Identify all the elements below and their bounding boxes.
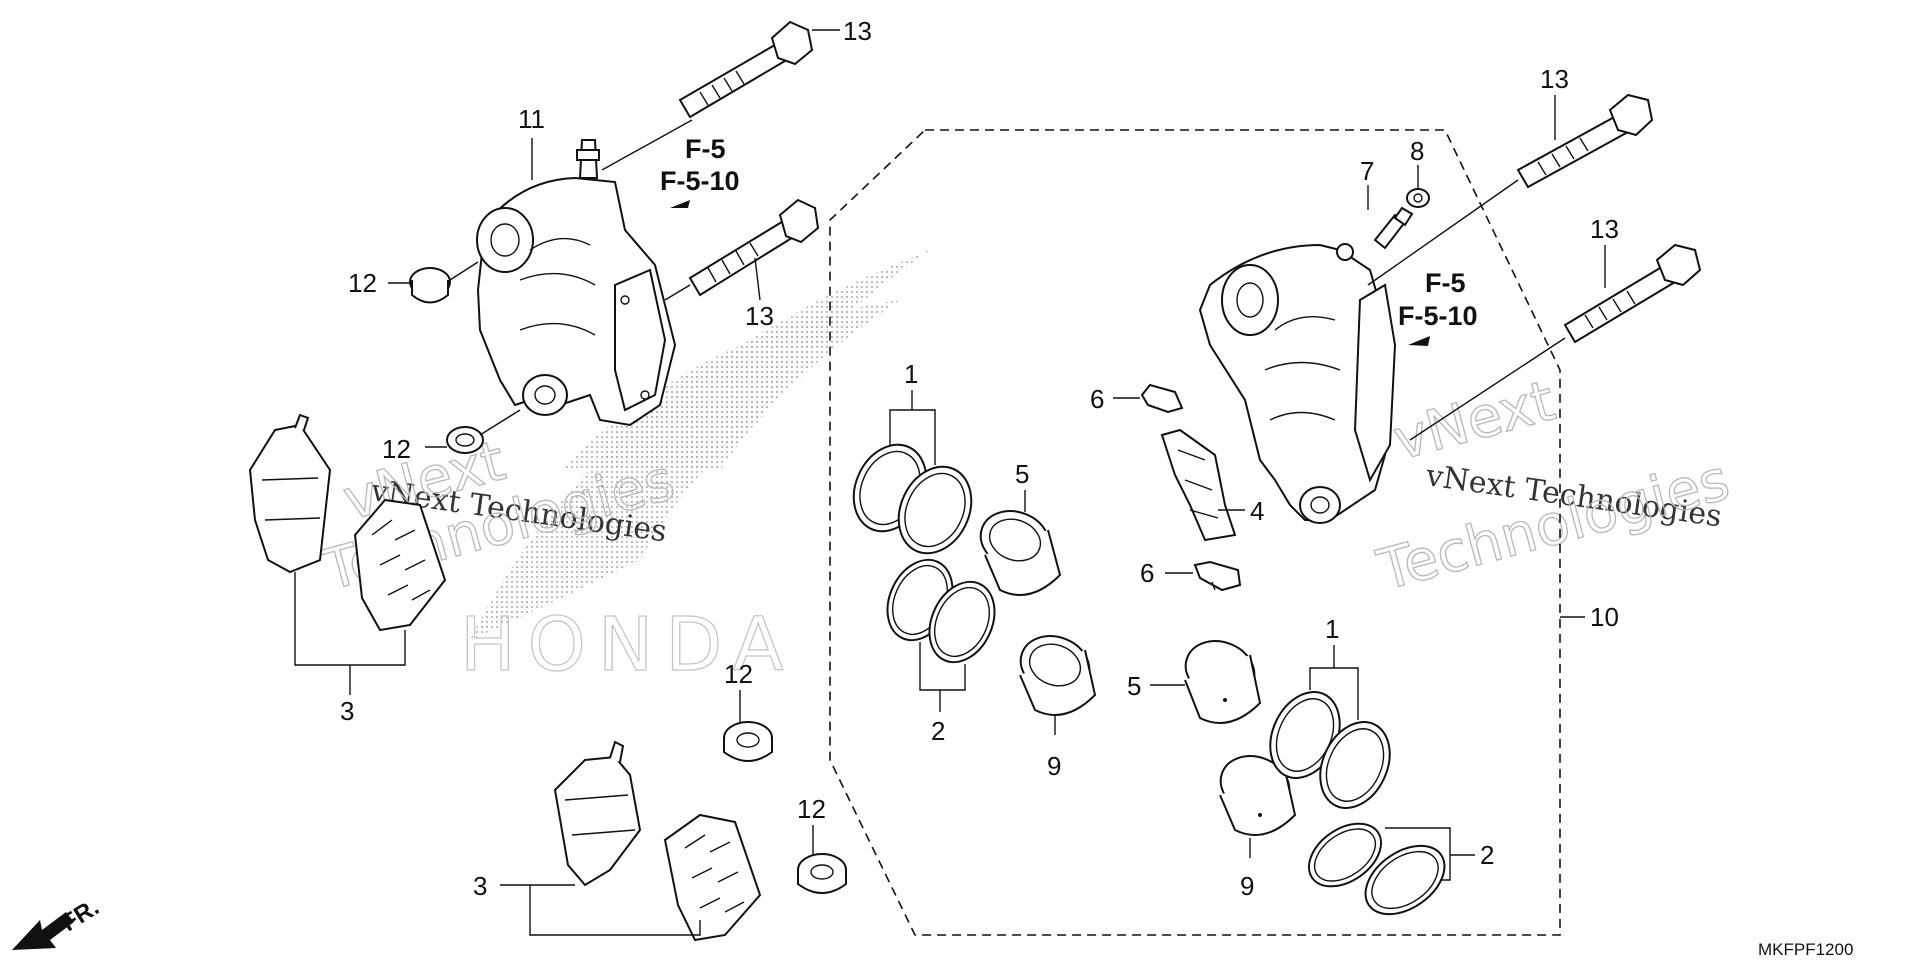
- seal-1-lower-a: [1269, 691, 1341, 779]
- callout-1-lower: 1: [1325, 614, 1339, 644]
- bracket-2-upper: [919, 642, 966, 691]
- ref-right-f5: F-5: [1425, 268, 1466, 298]
- seal-1-lower-b: [1319, 721, 1391, 809]
- leader-bolt-to-caliper-left: [664, 284, 691, 301]
- piston-9-upper: [1019, 635, 1097, 716]
- honda-wing-watermark: HONDA: [459, 250, 930, 689]
- bleeder-cap-8: [1406, 188, 1430, 208]
- callout-12-center-lower: 12: [797, 794, 826, 824]
- piston-5-lower: [1184, 640, 1262, 724]
- callout-4: 4: [1250, 496, 1264, 526]
- seal-2-upper-b: [928, 580, 996, 664]
- callout-13-mid-right: 13: [1590, 214, 1619, 244]
- seal-2-lower-a: [1307, 822, 1383, 888]
- callout-1-upper: 1: [904, 359, 918, 389]
- callout-5-upper: 5: [1015, 459, 1029, 489]
- right-caliper-body: [1198, 243, 1397, 524]
- callout-10: 10: [1590, 602, 1619, 632]
- callout-3-bottom: 3: [473, 871, 487, 901]
- bolt-13-top-left: [678, 20, 814, 119]
- callout-2-upper: 2: [931, 716, 945, 746]
- piston-5-upper: [979, 510, 1062, 596]
- pad-spring-4: [1160, 428, 1237, 542]
- callout-11: 11: [518, 104, 545, 134]
- watermark-right-vnext: vNext: [1387, 368, 1562, 473]
- callout-2-lower: 2: [1480, 840, 1494, 870]
- ref-left-f5: F-5: [685, 134, 726, 164]
- callout-13-top-right: 13: [1540, 64, 1569, 94]
- washer-12-left-top: [409, 267, 451, 304]
- diagram-code: MKFPF1200: [1758, 940, 1853, 959]
- bracket-3-bottom: [529, 884, 701, 936]
- front-direction-arrow: [12, 912, 74, 950]
- leader-washer-caliper-b: [479, 409, 521, 436]
- watermark-brand: HONDA: [460, 602, 796, 688]
- ref-right-f5-10: F-5-10: [1398, 301, 1478, 331]
- bracket-2-lower: [1385, 827, 1451, 881]
- pad-clip-6-lower: [1193, 560, 1242, 592]
- front-label: FR.: [57, 894, 104, 937]
- bolt-13-mid-right: [1563, 243, 1702, 344]
- callout-5-lower: 5: [1127, 671, 1141, 701]
- callout-3-left: 3: [340, 696, 354, 726]
- leader-bleed-left: [601, 119, 693, 171]
- brake-pad-left-a: [248, 413, 332, 574]
- seal-1-upper-b: [897, 465, 973, 555]
- ref-right-arrow: [1408, 336, 1430, 346]
- callout-13-top-left: 13: [843, 16, 872, 46]
- bleeder-valve-7: [1373, 206, 1414, 250]
- pad-clip-6-upper: [1140, 383, 1184, 414]
- callout-6-upper: 6: [1090, 384, 1104, 414]
- callout-7: 7: [1360, 156, 1374, 186]
- callout-9-lower: 9: [1240, 871, 1254, 901]
- bolt-13-top-right: [1516, 93, 1654, 189]
- bolt-13-mid-left: [688, 198, 820, 297]
- callout-12-left-bottom: 12: [382, 434, 411, 464]
- ref-left-arrow: [670, 200, 690, 208]
- callout-13-mid-left: 13: [745, 301, 774, 331]
- leader-bolt-to-caliper-right-a: [1367, 179, 1519, 286]
- leader-13-b: [754, 257, 761, 301]
- seal-2-lower-b: [1364, 844, 1446, 916]
- ref-left-f5-10: F-5-10: [660, 166, 740, 196]
- callout-8: 8: [1410, 136, 1424, 166]
- washer-12-center-lower: [797, 853, 847, 894]
- brake-pad-left-b: [353, 498, 447, 632]
- callout-9-upper: 9: [1047, 751, 1061, 781]
- washer-12-center-upper: [723, 721, 773, 762]
- piston-9-lower: [1219, 755, 1297, 836]
- brake-pad-bottom-b: [663, 813, 762, 942]
- leader-washer-caliper-a: [449, 261, 479, 281]
- washer-12-left-bottom: [446, 426, 484, 454]
- leader-bolt-to-caliper-right-b: [1409, 337, 1566, 441]
- callout-12-left-top: 12: [348, 268, 377, 298]
- brake-pad-bottom-a: [553, 740, 642, 887]
- callout-6-lower: 6: [1140, 558, 1154, 588]
- callout-12-center-upper: 12: [724, 659, 753, 689]
- assembly-boundary: [829, 129, 1561, 936]
- left-caliper-body: [476, 139, 677, 427]
